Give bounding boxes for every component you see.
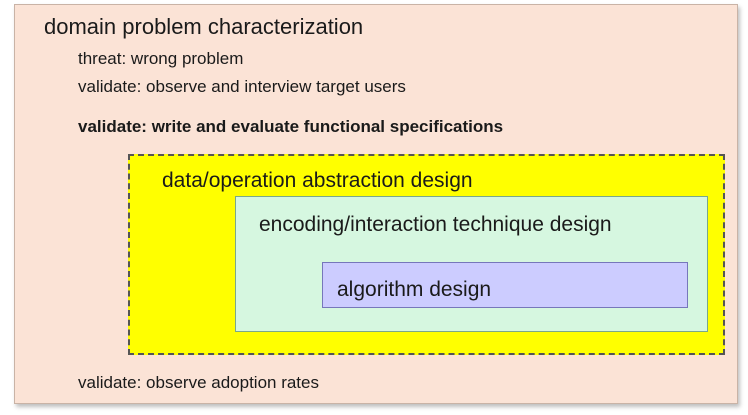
abstraction-design-title: data/operation abstraction design [162,169,473,192]
validate-interview-users-text: validate: observe and interview target u… [78,77,406,96]
validate-adoption-rates-text: validate: observe adoption rates [78,373,319,392]
validate-functional-specs-text: validate: write and evaluate functional … [78,117,504,136]
threat-wrong-problem-text: threat: wrong problem [78,49,244,68]
algorithm-design-title: algorithm design [337,278,492,301]
encoding-design-title: encoding/interaction technique design [259,213,612,236]
domain-problem-title: domain problem characterization [44,14,364,39]
algorithm-design-box [322,262,688,308]
